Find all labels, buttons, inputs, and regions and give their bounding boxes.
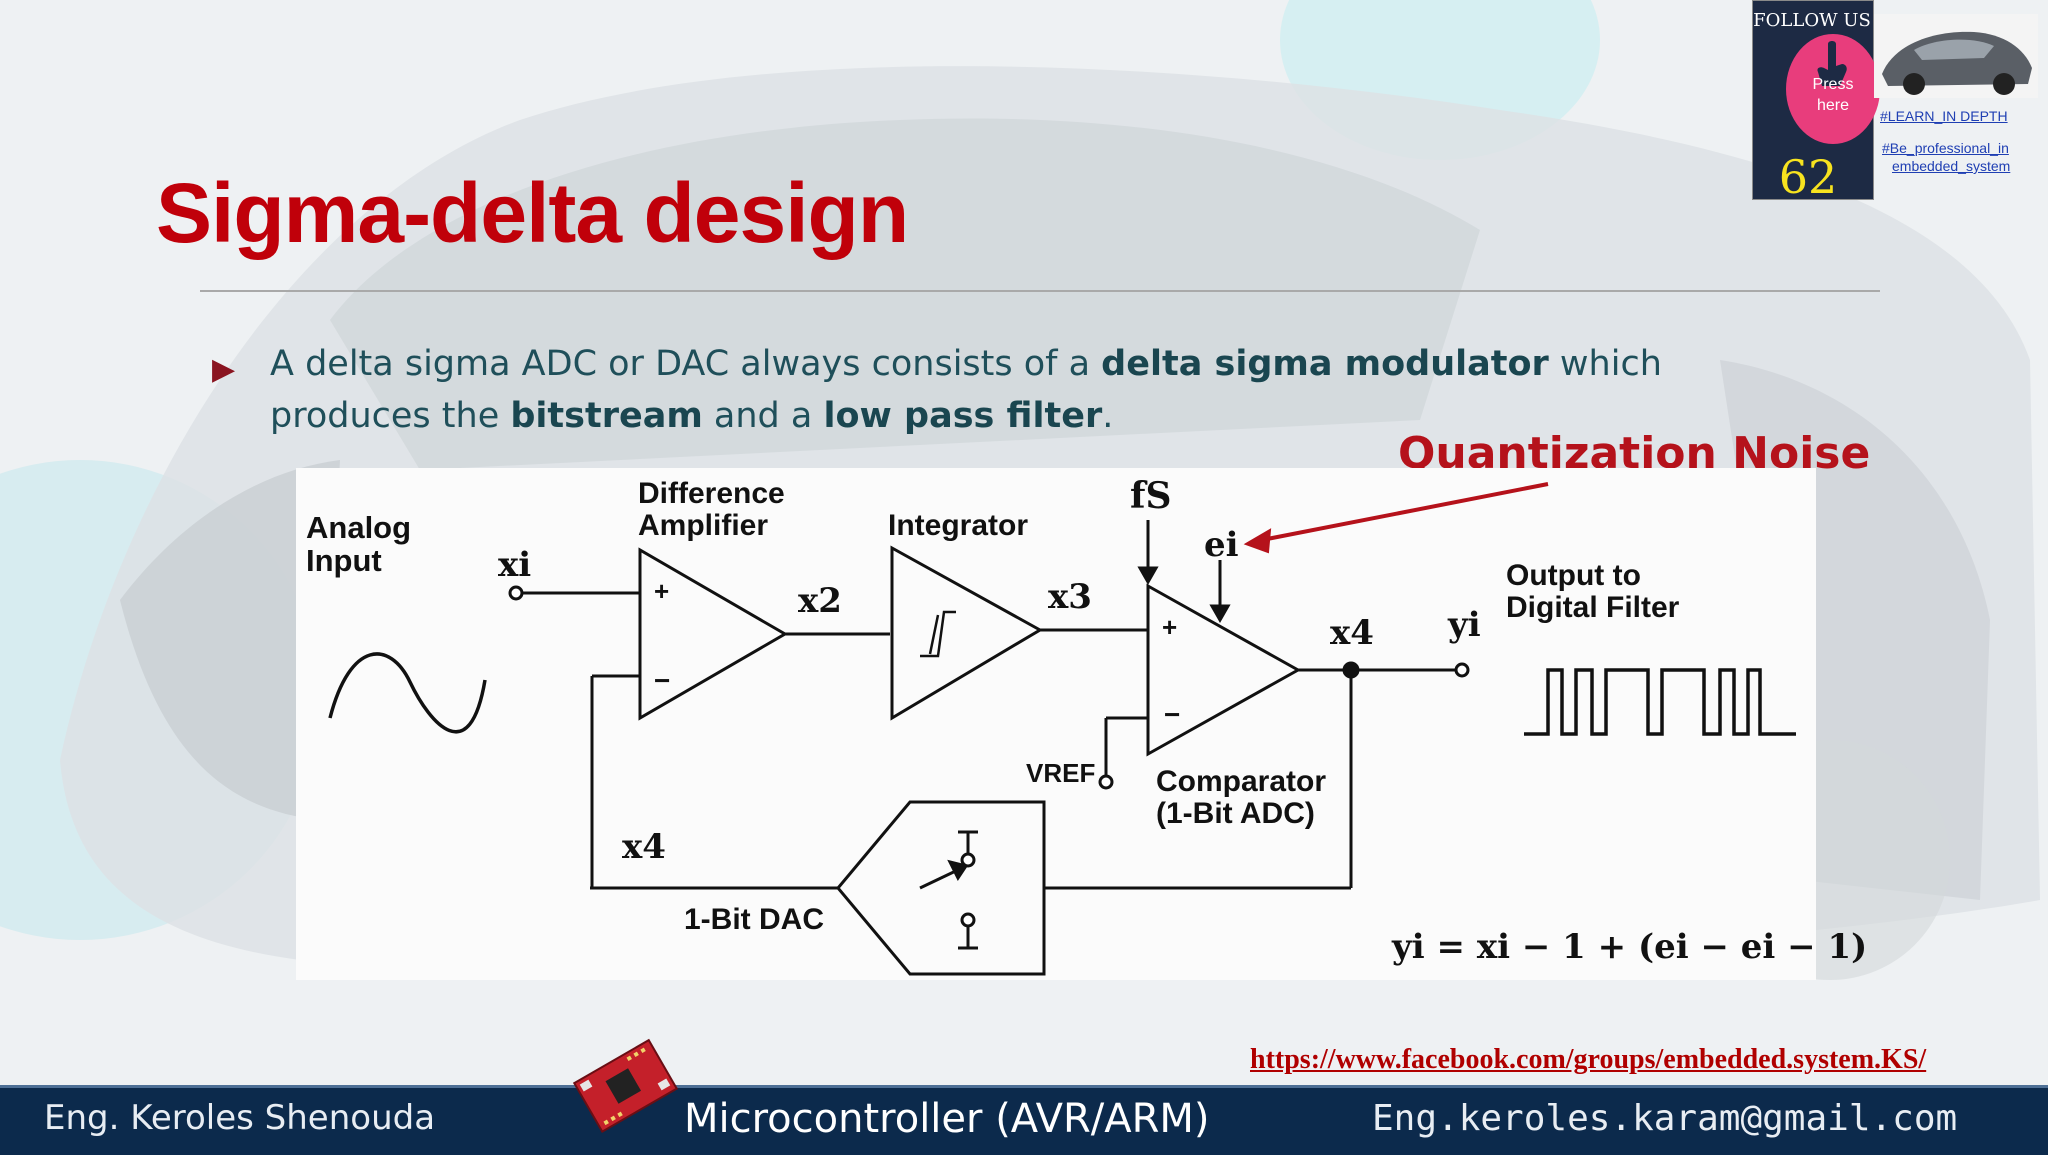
comparator-plus-sign: +	[1162, 612, 1178, 642]
analog-sine-wave	[328, 652, 487, 734]
x4-feedback-label: x4	[622, 827, 666, 867]
learn-in-depth-tag[interactable]: #LEARN_IN DEPTH	[1880, 108, 2008, 124]
dac-label: 1-Bit DAC	[684, 903, 824, 936]
xi-input-terminal	[508, 585, 524, 601]
x3-label: x3	[1048, 577, 1092, 617]
yi-label: yi	[1448, 605, 1481, 645]
output-equation: yi = xi − 1 + (ei − ei − 1)	[1392, 927, 1868, 967]
x2-label: x2	[798, 581, 842, 621]
comparator-label: Comparator (1-Bit ADC)	[1156, 765, 1327, 830]
footer-bar: Eng. Keroles Shenouda Microcontroller (A…	[0, 1085, 2048, 1155]
difference-amplifier-triangle	[638, 547, 788, 721]
integrator-label: Integrator	[888, 509, 1029, 542]
footer-email: Eng.keroles.karam@gmail.com	[1372, 1098, 1958, 1139]
car-thumbnail-image	[1874, 14, 2038, 98]
follow-us-label: FOLLOW US	[1753, 10, 1871, 31]
amplifier-minus-sign: −	[654, 665, 671, 696]
vref-label: VREF	[1026, 758, 1096, 788]
pointing-hand-icon	[1817, 41, 1847, 86]
difference-amplifier-label: Difference Amplifier	[638, 477, 785, 542]
be-professional-tag[interactable]: #Be_professional_in	[1882, 140, 2009, 156]
slide-number: 62	[1778, 150, 1838, 204]
title-divider	[200, 290, 1880, 292]
xi-label: xi	[498, 545, 532, 585]
bitstream-square-wave	[1524, 668, 1796, 736]
vref-terminal	[1098, 774, 1114, 790]
slide-title: Sigma-delta design	[156, 166, 909, 260]
yi-output-terminal	[1454, 662, 1470, 678]
output-to-digital-filter-label: Output to Digital Filter	[1506, 559, 1680, 624]
facebook-group-link[interactable]: https://www.facebook.com/groups/embedded…	[1250, 1044, 1927, 1075]
bullet-arrow-icon: ▶	[212, 352, 236, 387]
footer-author: Eng. Keroles Shenouda	[44, 1098, 436, 1138]
analog-input-label: Analog Input	[306, 510, 412, 578]
dac-block	[836, 800, 1046, 976]
embedded-system-tag[interactable]: embedded_system	[1892, 158, 2011, 174]
bullet-text: A delta sigma ADC or DAC always consists…	[270, 344, 1662, 436]
footer-course-title: Microcontroller (AVR/ARM)	[684, 1096, 1210, 1142]
amplifier-plus-sign: +	[654, 576, 670, 606]
comparator-minus-sign: −	[1164, 699, 1181, 730]
integrator-triangle	[890, 545, 1044, 721]
x4-output-label: x4	[1330, 613, 1374, 653]
integrator-step-icon	[920, 610, 956, 658]
ei-label: ei	[1204, 525, 1239, 565]
bullet-point: ▶ A delta sigma ADC or DAC always consis…	[212, 338, 1672, 442]
microcontroller-board-icon	[572, 1038, 679, 1133]
comparator-triangle	[1146, 583, 1302, 757]
fs-label: fS	[1130, 475, 1172, 517]
